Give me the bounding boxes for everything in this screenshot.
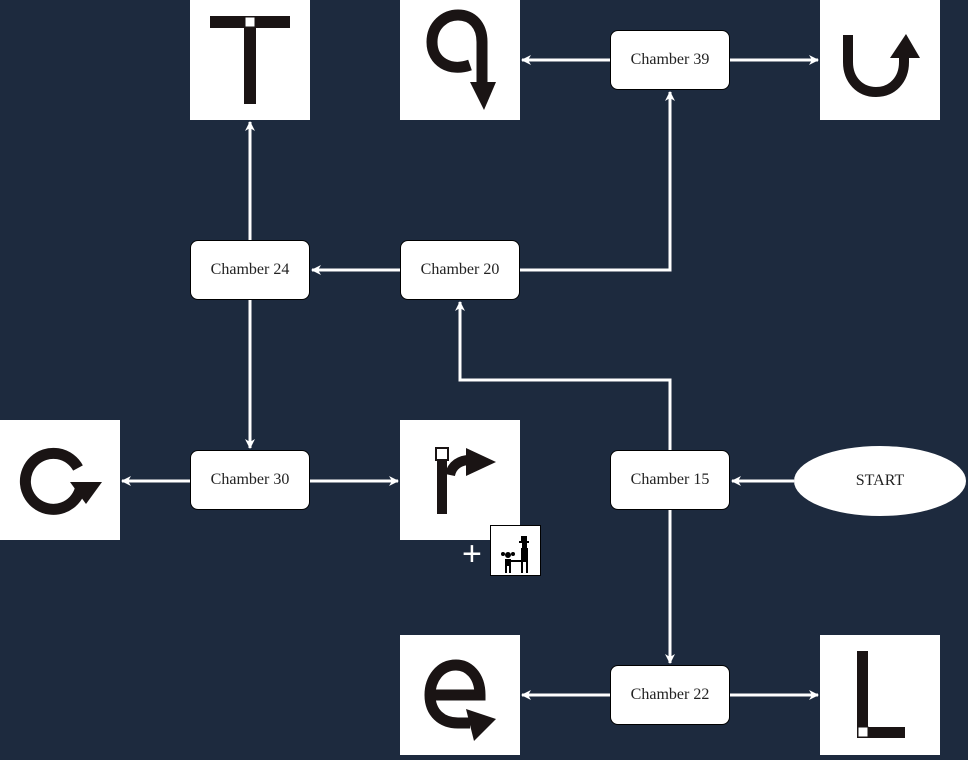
arrow-15-to-20: [455, 301, 672, 450]
chamber-39-node[interactable]: Chamber 39: [610, 30, 730, 90]
l-corner-icon: [820, 635, 940, 755]
loop-down-arrow-icon: [400, 0, 520, 120]
u-turn-icon: [820, 0, 940, 120]
e-loop-arrow-icon: [400, 635, 520, 755]
chamber-30-node[interactable]: Chamber 30: [190, 450, 310, 510]
chamber-15-node[interactable]: Chamber 15: [610, 450, 730, 510]
turn-right-icon: [400, 420, 520, 540]
chamber-24-node[interactable]: Chamber 24: [190, 240, 310, 300]
chamber-20-node[interactable]: Chamber 20: [400, 240, 520, 300]
rotate-clockwise-icon: [0, 420, 120, 540]
chamber-22-node[interactable]: Chamber 22: [610, 665, 730, 725]
t-junction-icon: [190, 0, 310, 120]
arrow-20-to-39: [520, 91, 675, 272]
plus-sign: +: [462, 535, 482, 573]
start-node[interactable]: START: [794, 446, 966, 516]
family-icon: [490, 525, 541, 576]
